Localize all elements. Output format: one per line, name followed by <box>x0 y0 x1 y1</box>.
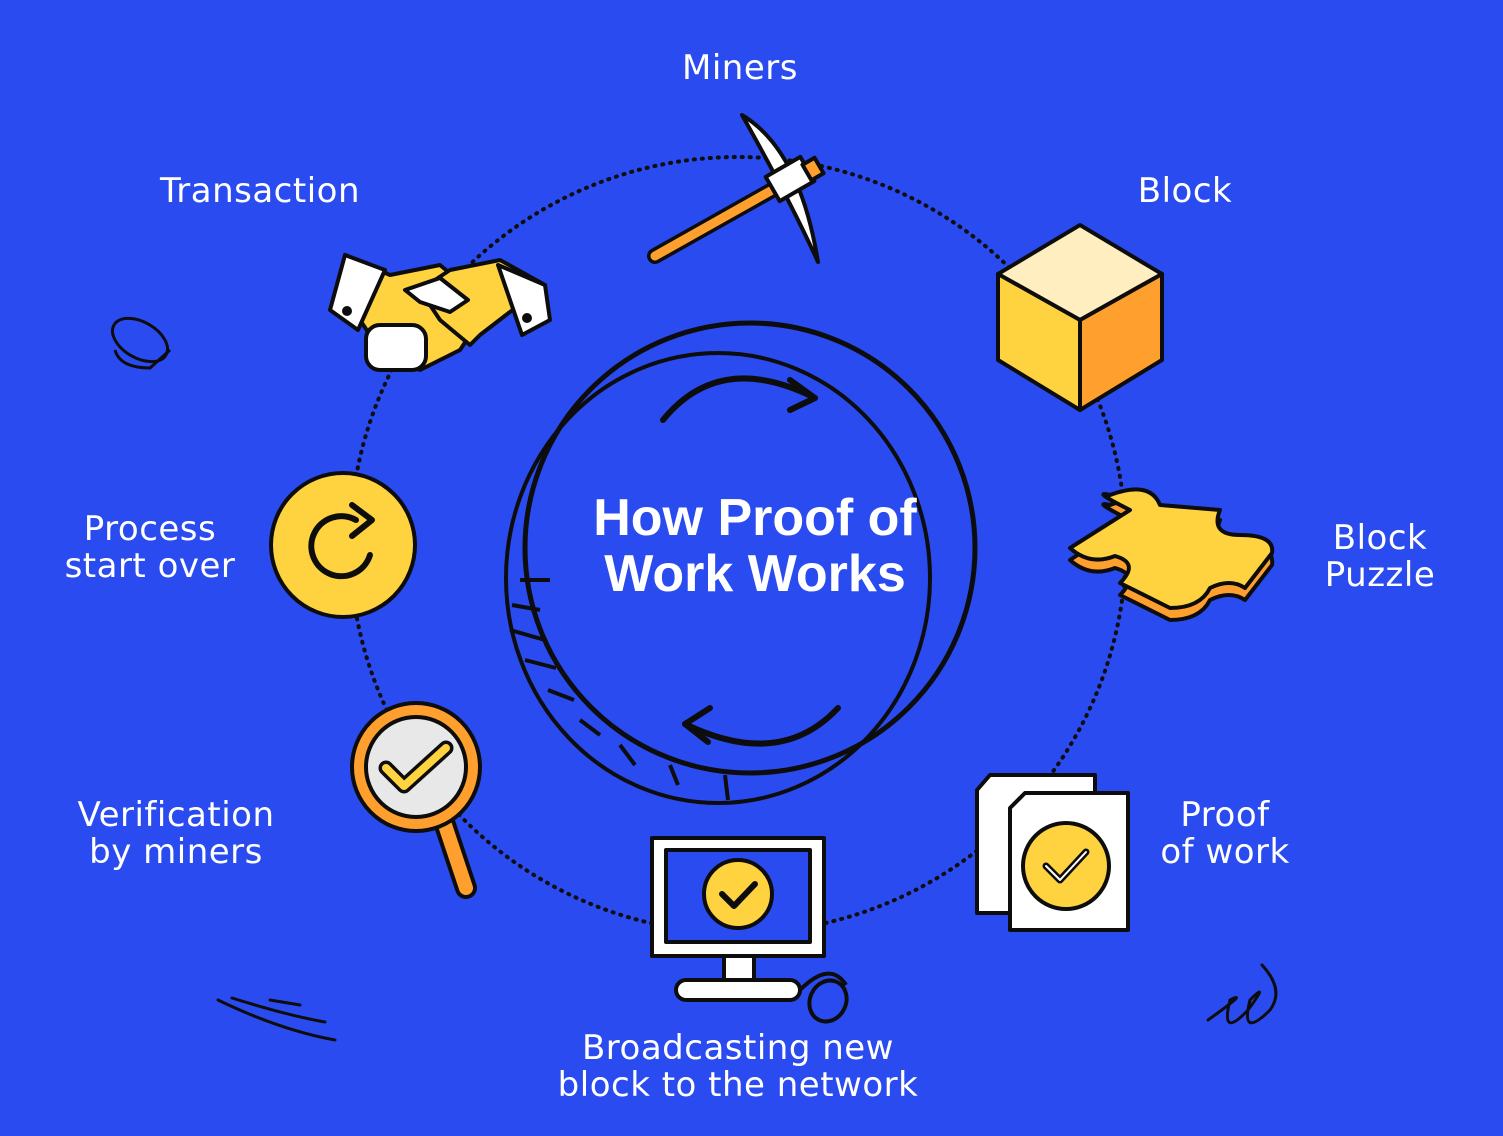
diagram-title: How Proof of Work Works <box>545 490 965 602</box>
step-label-transaction: Transaction <box>140 173 380 210</box>
step-label-line: Block <box>1332 518 1428 558</box>
handshake-icon <box>328 253 552 372</box>
refresh-icon <box>269 471 417 619</box>
magnifier-check-icon <box>350 701 482 899</box>
step-label-line: by miners <box>89 832 263 872</box>
decorative-coin-icon <box>111 316 172 370</box>
monitor-check-icon <box>650 836 849 1024</box>
step-label-line: block to the network <box>557 1065 919 1105</box>
step-label-line: Process <box>83 509 217 549</box>
diagram-title-line-1: How Proof of <box>593 489 917 547</box>
step-label-miners: Miners <box>640 50 840 87</box>
step-label-process-start-over: Process start over <box>50 511 250 585</box>
step-label-block-puzzle: Block Puzzle <box>1290 520 1470 594</box>
step-label-proof-of-work: Proof of work <box>1135 797 1315 871</box>
step-label-line: of work <box>1160 832 1290 872</box>
step-label-line: Broadcasting new <box>581 1028 894 1068</box>
step-label-line: start over <box>64 546 236 586</box>
pickaxe-icon <box>647 113 826 264</box>
step-label-line: Verification <box>77 795 275 835</box>
step-label-line: Block <box>1137 171 1233 211</box>
cube-icon <box>996 223 1164 412</box>
decorative-scribble-icon <box>1206 963 1278 1025</box>
diagram-title-line-2: Work Works <box>604 545 906 603</box>
step-label-line: Proof <box>1180 795 1270 835</box>
cycle-arrows-icon <box>660 375 841 747</box>
step-label-verification: Verification by miners <box>50 797 302 871</box>
step-label-block: Block <box>1095 173 1275 210</box>
step-label-line: Transaction <box>159 171 360 211</box>
central-coin-icon <box>504 320 978 805</box>
documents-check-icon <box>975 773 1130 932</box>
decorative-lines-icon <box>216 996 337 1042</box>
step-label-line: Miners <box>682 48 798 88</box>
step-label-broadcasting: Broadcasting new block to the network <box>528 1030 948 1104</box>
puzzle-piece-icon <box>1068 487 1275 622</box>
step-label-line: Puzzle <box>1324 555 1436 595</box>
